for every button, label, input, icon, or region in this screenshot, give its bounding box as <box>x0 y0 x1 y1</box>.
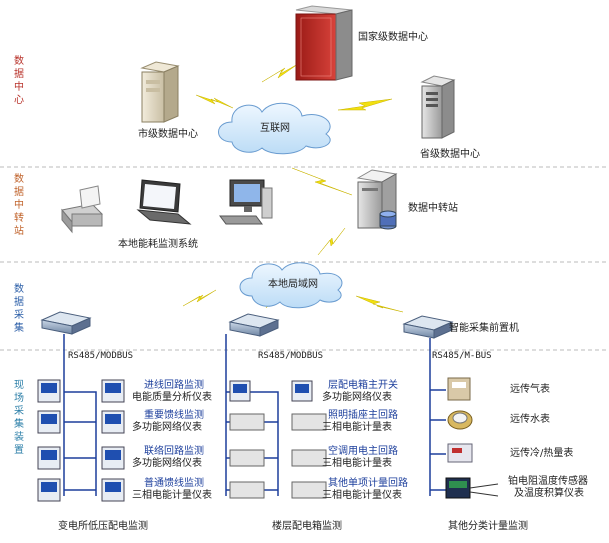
zone-label-3: 现场采集装置 <box>14 379 24 456</box>
left-meters <box>37 379 125 502</box>
heat-meter-icon <box>447 443 473 463</box>
left-device-labels: 进线回路监测电能质量分析仪表重要馈线监测多功能网络仪表联络回路监测多功能网络仪表… <box>132 378 212 501</box>
zone-label-2: 数据采集 <box>14 282 24 334</box>
lan-label: 本地局域网 <box>268 277 318 290</box>
middle-device-type: 多功能网络仪表 <box>322 390 392 403</box>
city-data-center-icon <box>140 61 180 123</box>
lightning-icon <box>195 94 234 109</box>
meter-icon <box>37 446 125 470</box>
lightning-icon <box>291 167 353 196</box>
local-monitor-label: 本地能耗监测系统 <box>118 237 198 250</box>
middle-device-name: 空调用电主回路 <box>328 444 398 457</box>
left-bus-label: RS485/MODBUS <box>68 351 133 361</box>
front-end-label: 智能采集前置机 <box>449 321 519 334</box>
zone-dividers <box>0 166 609 351</box>
right-switch-icon <box>402 315 454 339</box>
middle-device-type: 三相电能计量仪表 <box>322 488 402 501</box>
left-device-type: 多功能网络仪表 <box>132 420 202 433</box>
middle-device-type: 三相电能计量表 <box>322 420 392 433</box>
desktop-computer-icon <box>219 179 273 225</box>
meter-icon <box>37 410 125 434</box>
right-device-label: 及温度积算仪表 <box>514 486 584 499</box>
right-bus-label: RS485/M-BUS <box>432 351 492 361</box>
right-device-label: 远传水表 <box>510 412 550 425</box>
internet-cloud-icon <box>218 102 331 155</box>
middle-column-caption: 楼层配电箱监测 <box>272 519 342 532</box>
middle-device-name: 照明插座主回路 <box>328 408 398 421</box>
lightning-icon <box>355 295 404 313</box>
city-data-center-label: 市级数据中心 <box>138 127 198 140</box>
national-data-center-icon <box>295 5 353 81</box>
left-device-type: 三相电能计量仪表 <box>132 488 212 501</box>
left-device-name: 重要馈线监测 <box>144 408 204 421</box>
province-data-center-label: 省级数据中心 <box>420 147 480 160</box>
middle-meters <box>229 380 327 499</box>
right-column-caption: 其他分类计量监测 <box>448 519 528 532</box>
internet-label: 互联网 <box>260 122 290 134</box>
laptop-icon <box>136 179 192 225</box>
meter-icon <box>37 379 125 403</box>
national-data-center-label: 国家级数据中心 <box>358 30 428 43</box>
printer-icon <box>61 185 103 234</box>
relay-label: 数据中转站 <box>408 201 458 214</box>
left-switch-icon <box>40 311 92 335</box>
lan-cloud-icon <box>239 262 343 309</box>
zone-label-1: 数据中转站 <box>14 172 24 237</box>
relay-server-icon <box>356 169 398 230</box>
lightning-icon <box>261 63 299 83</box>
middle-bus-label: RS485/MODBUS <box>258 351 323 361</box>
left-device-type: 多功能网络仪表 <box>132 456 202 469</box>
middle-switch-icon <box>228 313 280 337</box>
lightning-icon <box>337 98 393 111</box>
lightning-icon <box>182 289 217 307</box>
lightning-icon <box>317 227 346 256</box>
zone-label-0: 数据中心 <box>14 54 24 106</box>
right-device-label: 远传气表 <box>510 382 550 395</box>
left-device-type: 电能质量分析仪表 <box>132 390 212 403</box>
zone-labels: 数据中心 数据中转站 数据采集 现场采集装置 <box>14 54 24 456</box>
temperature-sensor-icon <box>445 477 499 499</box>
left-column-caption: 变电所低压配电监测 <box>58 519 148 532</box>
left-device-name: 普通馈线监测 <box>144 476 204 489</box>
din-meter-icon <box>229 413 327 499</box>
province-data-center-icon <box>420 75 456 139</box>
meter-icon <box>37 478 125 502</box>
left-device-name: 进线回路监测 <box>144 378 204 391</box>
middle-device-name: 其他单项计量回路 <box>328 476 408 489</box>
right-device-label: 铂电阻温度传感器 <box>508 474 588 487</box>
left-device-name: 联络回路监测 <box>144 444 204 457</box>
water-meter-icon <box>447 410 473 430</box>
gas-meter-icon <box>447 377 471 401</box>
right-device-label: 远传冷/热量表 <box>510 446 573 459</box>
middle-device-labels: 层配电箱主开关多功能网络仪表照明插座主回路三相电能计量表空调用电主回路三相电能计… <box>322 378 408 501</box>
middle-device-name: 层配电箱主开关 <box>328 378 398 391</box>
middle-device-type: 三相电能计量表 <box>322 456 392 469</box>
